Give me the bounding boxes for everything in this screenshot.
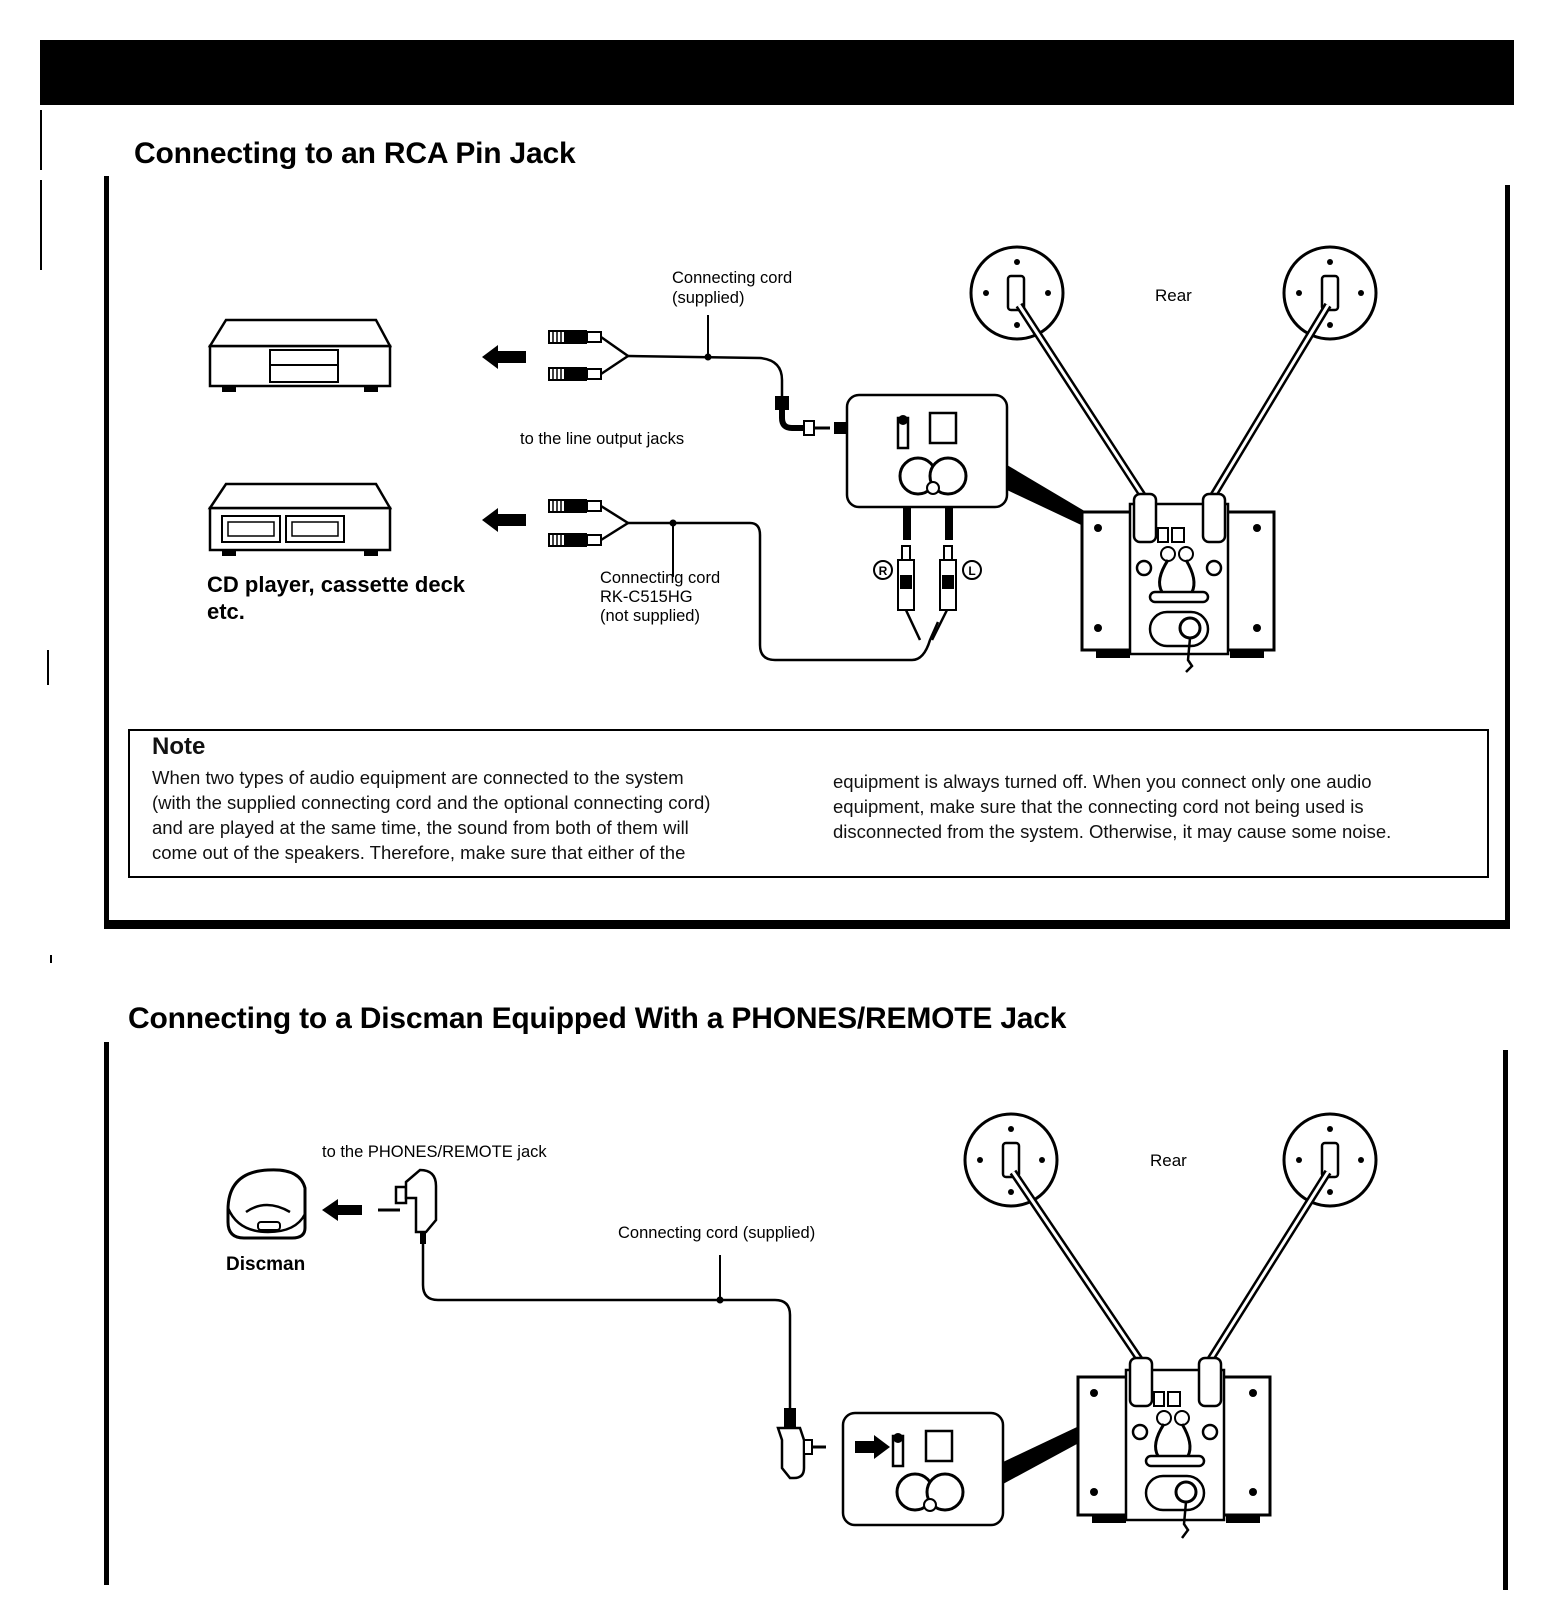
device-caption-line1: CD player, cassette deck <box>207 572 466 597</box>
jack-panel-callout <box>841 1400 1136 1527</box>
note-text-column-1: When two types of audio equipment are co… <box>152 767 711 863</box>
margin-mark <box>40 180 42 270</box>
phones-remote-plug <box>378 1168 438 1244</box>
cord-optional-label-line1: Connecting cord <box>600 569 720 587</box>
cd-player-icon <box>207 318 393 392</box>
frame-bottom-border <box>104 920 1510 929</box>
note-text-column-2: equipment is always turned off. When you… <box>833 771 1392 842</box>
cord-supplied-label-line1: Connecting cord <box>672 269 792 287</box>
arrow-to-discman-icon <box>322 1199 362 1221</box>
frame-left-border <box>104 176 109 925</box>
cord-optional-label-line2: RK-C515HG <box>600 588 693 606</box>
cord-supplied-label: Connecting cord (supplied) <box>618 1224 815 1242</box>
margin-mark <box>40 110 42 170</box>
unit-rear-view <box>969 245 1378 673</box>
left-channel-letter: L <box>968 564 975 578</box>
left-channel-mark <box>962 560 982 580</box>
frame-left-border <box>104 1042 109 1585</box>
frame-right-border <box>1503 1050 1508 1590</box>
note-box: Note When two types of audio equipment a… <box>128 729 1489 878</box>
section-title-rca: Connecting to an RCA Pin Jack <box>134 137 576 170</box>
cord-supplied-label-line2: (supplied) <box>672 289 744 307</box>
rear-label: Rear <box>1150 1151 1187 1170</box>
cassette-deck-icon <box>207 482 393 556</box>
section-title-discman: Connecting to a Discman Equipped With a … <box>128 1002 1067 1035</box>
header-bar <box>40 40 1514 105</box>
phones-jack-label: to the PHONES/REMOTE jack <box>322 1143 547 1161</box>
rear-label: Rear <box>1155 286 1192 305</box>
margin-mark <box>50 955 52 963</box>
supplied-cord-discman <box>421 1244 826 1480</box>
frame-right-border <box>1505 185 1510 929</box>
unit-rear-view <box>963 1112 1378 1539</box>
discman-icon <box>226 1168 307 1240</box>
discman-label: Discman <box>226 1254 305 1275</box>
note-title: Note <box>152 733 206 760</box>
right-channel-letter: R <box>879 564 888 578</box>
margin-mark <box>47 650 49 685</box>
cord-optional-label-line3: (not supplied) <box>600 607 700 625</box>
device-caption-line2: etc. <box>207 599 245 624</box>
line-output-label: to the line output jacks <box>520 430 684 448</box>
right-channel-mark <box>873 560 893 580</box>
